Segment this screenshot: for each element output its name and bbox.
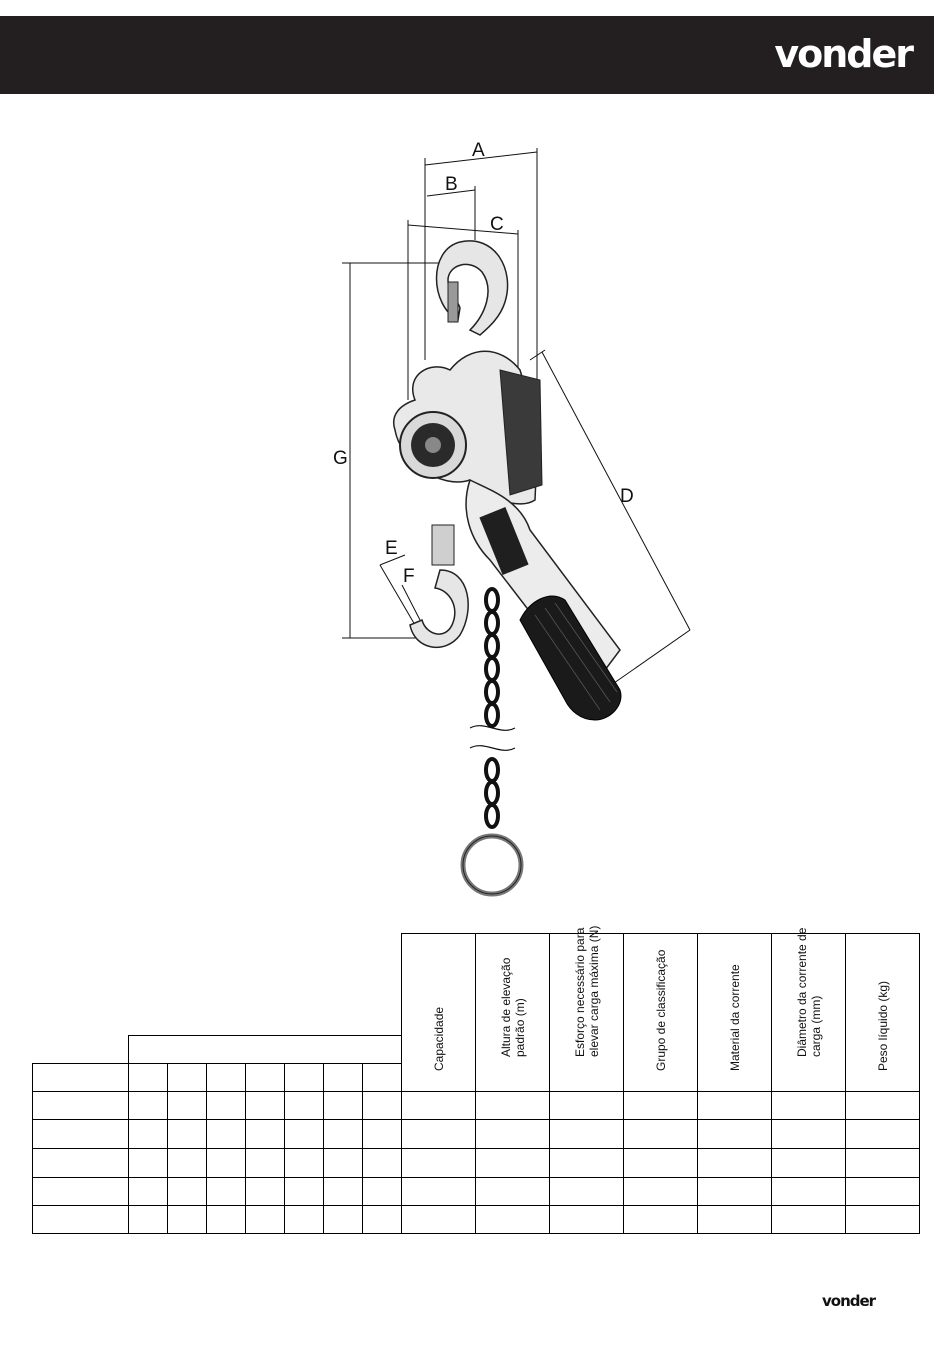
dim-label-e: E — [385, 538, 398, 559]
column-header-peso: Peso líquido (kg) — [845, 933, 920, 1092]
bottom-hook — [409, 569, 469, 649]
dim-label-c: C — [490, 214, 504, 235]
column-header-capacidade: Capacidade — [401, 933, 476, 1092]
column-header-material: Material da corrente — [697, 933, 772, 1092]
dim-label-d: D — [620, 486, 634, 507]
lever-grip — [519, 595, 622, 721]
spec-table: Capacidade Altura de elevação padrão (m)… — [32, 926, 920, 1234]
column-header-diametro: Diâmetro da corrente de carga (mm) — [771, 928, 846, 1092]
table-row — [32, 1091, 920, 1120]
label-plate — [479, 507, 529, 575]
dim-label-g: G — [333, 448, 348, 469]
dimension-group-header — [128, 1035, 402, 1064]
table-row — [32, 1119, 920, 1149]
dim-label-a: A — [472, 140, 485, 161]
table-row — [32, 1177, 920, 1206]
dim-label-b: B — [445, 174, 458, 195]
table-row — [32, 1205, 920, 1234]
lever-hoist-figure: A B C D E F G — [320, 130, 720, 920]
model-header-cell — [32, 1062, 129, 1093]
column-header-grupo: Grupo de classificação — [623, 933, 698, 1092]
table-row — [32, 1148, 920, 1178]
dim-label-f: F — [403, 566, 415, 587]
brand-logo: vonder — [774, 32, 914, 76]
column-header-altura: Altura de elevação padrão (m) — [475, 933, 550, 1092]
footer-brand-logo: vonder — [822, 1292, 876, 1310]
column-header-esforco: Esforço necessário para elevar carga máx… — [549, 926, 624, 1092]
header-bar: vonder — [0, 16, 934, 94]
top-hook — [435, 240, 509, 336]
